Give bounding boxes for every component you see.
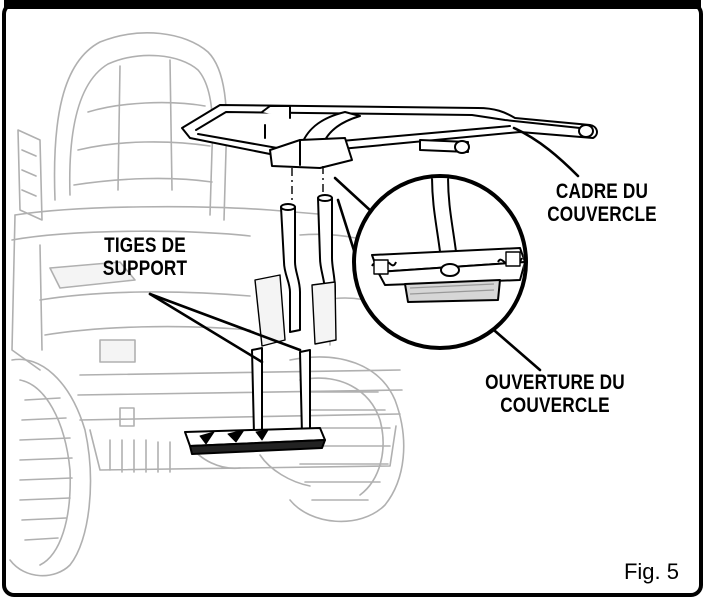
label-lid-frame-line2: COUVERCLE: [547, 203, 657, 226]
zoom-line-upper: [333, 176, 374, 214]
label-lid-opening: OUVERTURE DU COUVERCLE: [473, 371, 637, 417]
leader-tiges-a: [148, 292, 264, 364]
figure-caption: Fig. 5: [623, 559, 679, 584]
detail-zoom: [352, 174, 528, 350]
label-support-rods: TIGES DE SUPPORT: [75, 234, 214, 280]
label-support-rods-line2: SUPPORT: [102, 257, 188, 280]
lid-frame: [181, 104, 598, 169]
support-rods: [251, 166, 337, 435]
label-lid-opening-line1: OUVERTURE DU: [485, 371, 625, 394]
label-lid-frame-line1: CADRE DU: [555, 180, 649, 203]
label-support-rods-line1: TIGES DE: [104, 234, 186, 257]
leader-tiges-b: [148, 292, 302, 352]
label-lid-frame: CADRE DU COUVERCLE: [532, 180, 671, 226]
leader-lines: [148, 126, 580, 372]
label-lid-opening-line2: COUVERCLE: [500, 394, 610, 417]
leader-cadre: [512, 126, 580, 178]
footplate: [184, 427, 326, 455]
header-bar: [4, 0, 701, 9]
